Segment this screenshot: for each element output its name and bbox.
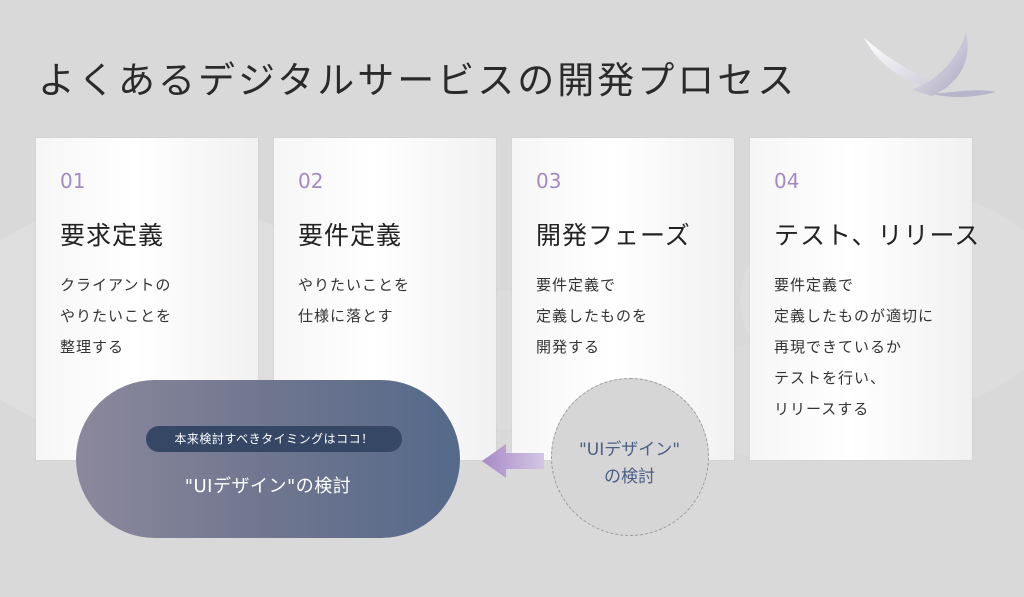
ui-design-ideal-timing-pill: 本来検討すべきタイミングはココ！ "UIデザイン"の検討	[76, 380, 460, 538]
step-number: 02	[298, 169, 324, 193]
step-title: テスト、リリース	[774, 221, 981, 250]
ideal-timing-badge: 本来検討すべきタイミングはココ！	[146, 426, 402, 452]
step-description: 要件定義で 定義したものが適切に 再現できているか テストを行い、 リリースする	[774, 276, 935, 418]
step-description: クライアントの やりたいことを 整理する	[60, 276, 173, 356]
step-description: 要件定義で 定義したものを 開発する	[536, 276, 649, 356]
step-card-4: 04 テスト、リリース 要件定義で 定義したものが適切に 再現できているか テス…	[750, 138, 979, 460]
page-title: よくあるデジタルサービスの開発プロセス	[38, 59, 798, 102]
left-arrow-icon	[482, 444, 544, 478]
step-title: 要件定義	[298, 221, 403, 250]
circle-label: "UIデザイン" の検討	[578, 440, 681, 487]
step-number: 04	[774, 169, 800, 193]
step-title: 要求定義	[60, 221, 165, 250]
step-title: 開発フェーズ	[536, 221, 691, 250]
step-description: やりたいことを 仕様に落とす	[298, 276, 411, 325]
bird-logo-icon	[864, 32, 996, 98]
pill-label: "UIデザイン"の検討	[184, 476, 352, 497]
step-number: 03	[536, 169, 562, 193]
current-ui-design-timing-circle: "UIデザイン" の検討	[551, 378, 709, 536]
step-number: 01	[60, 169, 86, 193]
